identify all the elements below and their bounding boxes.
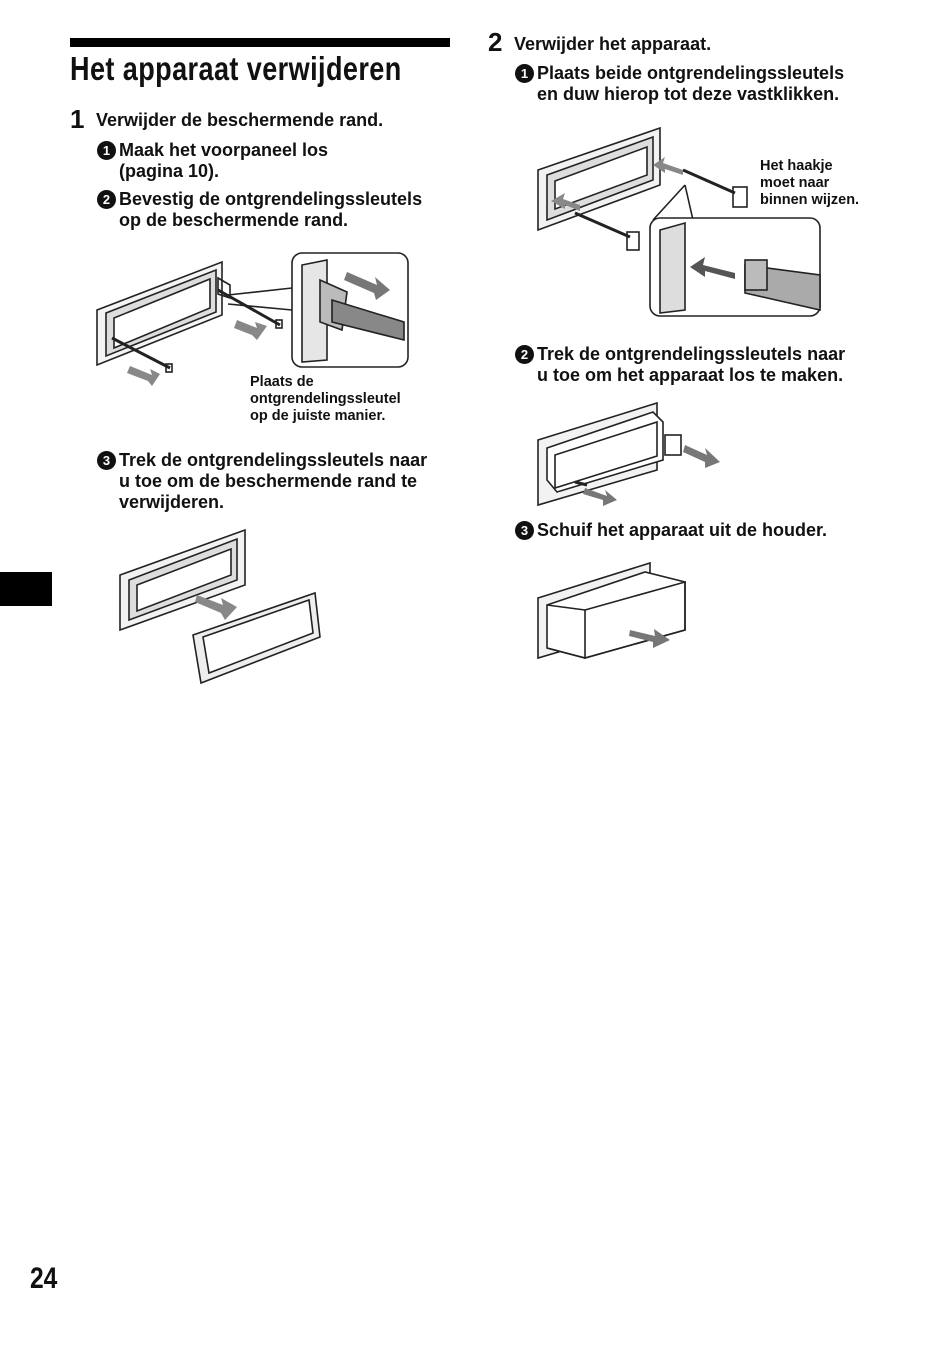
- step-1-caption: Plaats de ontgrendelingssleutel op de ju…: [250, 374, 401, 424]
- step-2-substep-1-text: Plaats beide ontgrendelingssleutels en d…: [537, 63, 845, 104]
- step-1-substep-1: 1 Maak het voorpaneel los (pagina 10).: [97, 140, 457, 182]
- step-badge-2: 2: [515, 345, 534, 364]
- step-badge-3: 3: [97, 451, 116, 470]
- step-1-substep-2: 2 Bevestig de ontgrendelingssleutels op …: [97, 189, 457, 231]
- release-unit-illustration: [537, 401, 720, 507]
- step-badge-3: 3: [515, 521, 534, 540]
- title-rule: [70, 38, 450, 47]
- step-1-substep-1-text: Maak het voorpaneel los (pagina 10).: [119, 140, 329, 181]
- step-1-substep-3: 3 Trek de ontgrendelingssleutels naar u …: [97, 450, 457, 513]
- step-2-substep-3: 3 Schuif het apparaat uit de houder.: [515, 520, 895, 541]
- step-1-label: Verwijder de beschermende rand.: [96, 110, 384, 130]
- step-1-number: 1: [70, 104, 85, 134]
- step-2-number: 2: [488, 27, 503, 57]
- section-side-tab: [0, 572, 52, 606]
- step-1-substep-2-text: Bevestig de ontgrendelingssleutels op de…: [119, 189, 423, 230]
- attach-keys-illustration: [96, 252, 409, 386]
- step-badge-1: 1: [97, 141, 116, 160]
- step-badge-2: 2: [97, 190, 116, 209]
- insert-keys-illustration: [537, 126, 821, 317]
- step-badge-1: 1: [515, 64, 534, 83]
- step-2-label: Verwijder het apparaat.: [514, 34, 712, 54]
- step-2-substep-1: 1 Plaats beide ontgrendelingssleutels en…: [515, 63, 895, 105]
- slide-out-unit-illustration: [537, 561, 686, 660]
- step-2-substep-2-text: Trek de ontgrendelingssleutels naar u to…: [537, 344, 846, 385]
- step-2-caption: Het haakje moet naar binnen wijzen.: [760, 158, 860, 208]
- remove-frame-illustration: [119, 528, 321, 685]
- step-1-substep-3-text: Trek de ontgrendelingssleutels naar u to…: [119, 450, 428, 512]
- step-2-substep-2: 2 Trek de ontgrendelingssleutels naar u …: [515, 344, 895, 386]
- step-2-substep-3-text: Schuif het apparaat uit de houder.: [537, 520, 828, 540]
- page-number: 24: [30, 1262, 58, 1295]
- page-title: Het apparaat verwijderen: [70, 50, 402, 87]
